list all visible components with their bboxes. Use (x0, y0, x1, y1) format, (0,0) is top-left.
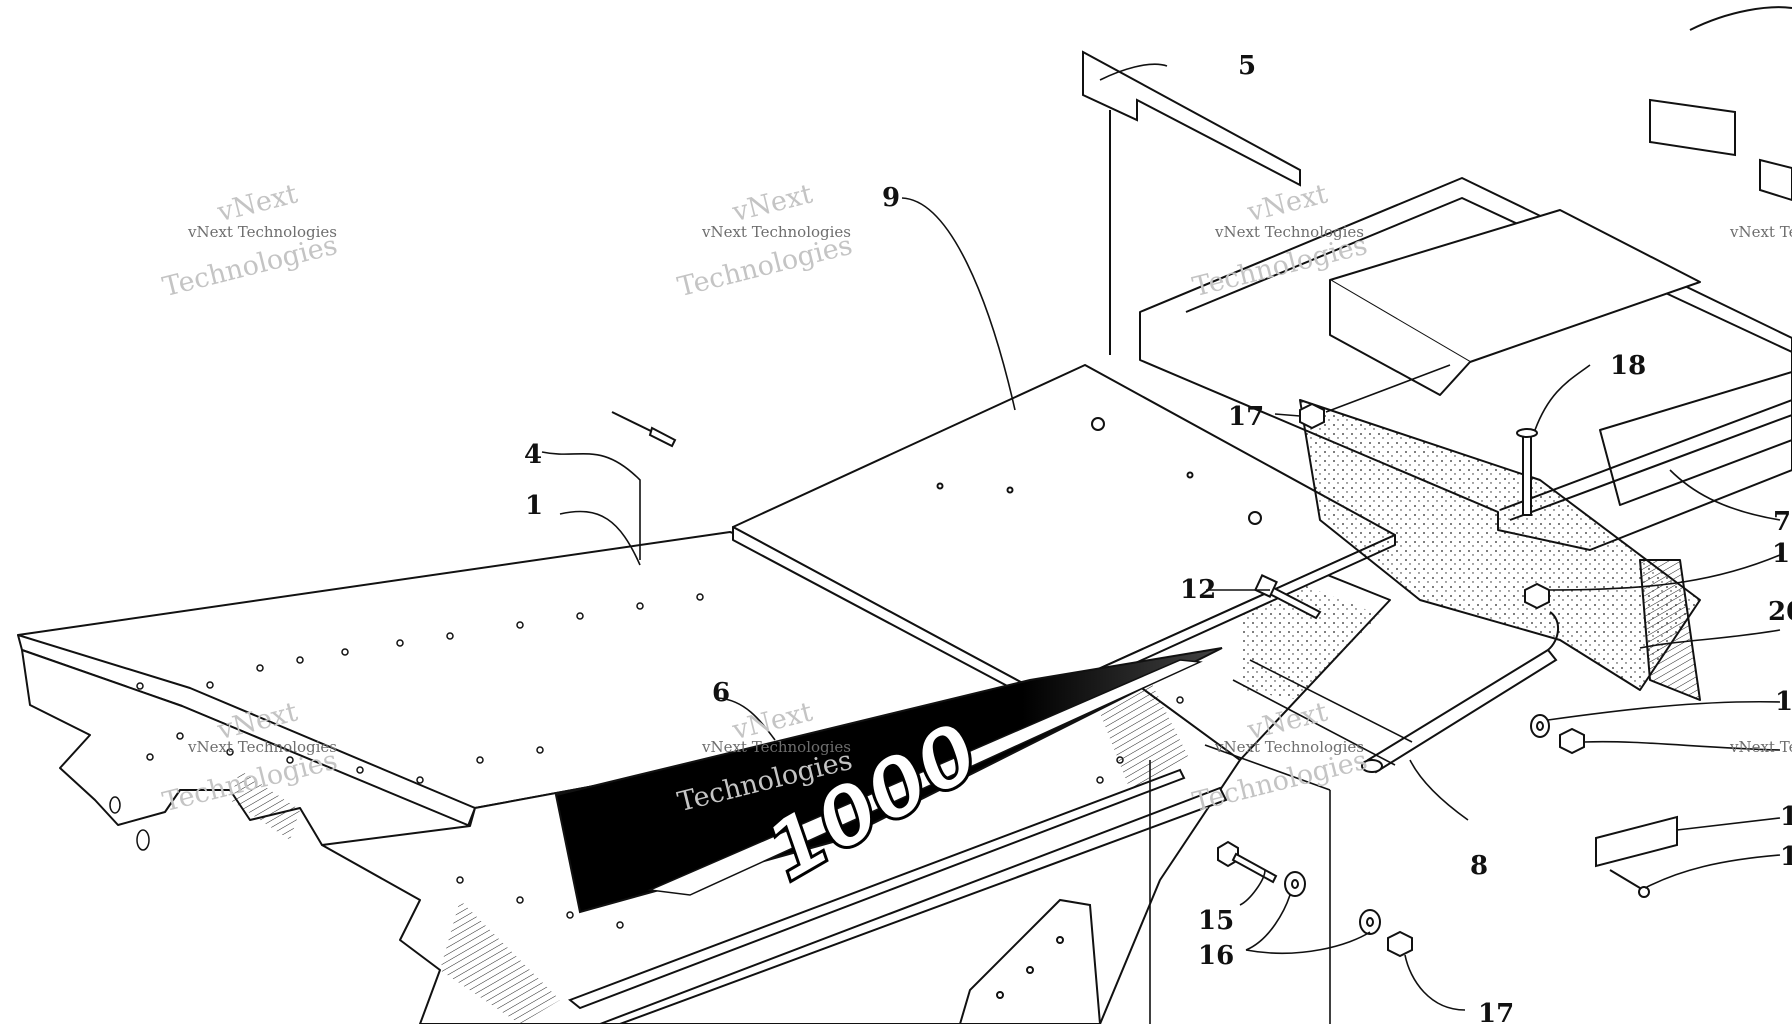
nut-17-right (1524, 582, 1550, 610)
slide-rail-rod (568, 768, 1228, 1024)
rear-bumper-assembly (1139, 177, 1792, 701)
washer-16-right (1530, 714, 1585, 755)
callout-1-right-b: 1 (1780, 842, 1792, 872)
leader-lines (541, 63, 1781, 1024)
washer-16-lower-b (1359, 909, 1381, 935)
mounting-plate (958, 898, 1102, 1024)
flap-strip (1082, 50, 1301, 355)
callout-17-right: 17 (1772, 539, 1792, 569)
callout-18: 18 (1610, 351, 1646, 381)
rivet-4 (611, 411, 677, 448)
callout-7: 7 (1773, 507, 1791, 537)
callout-5: 5 (1238, 51, 1256, 81)
callout-4: 4 (524, 440, 542, 470)
washer-16-lower-a (1284, 871, 1306, 897)
callout-16-right: 16 (1775, 687, 1792, 717)
nut-17-upper (1299, 402, 1325, 430)
callout-9: 9 (882, 183, 900, 213)
screw-lower-right (1609, 869, 1650, 898)
callout-1-right-a: 1 (1780, 802, 1792, 832)
callout-12: 12 (1180, 575, 1216, 605)
callout-17-lower: 17 (1478, 999, 1514, 1024)
reflector-upper (1649, 6, 1792, 202)
callout-labels: 1 4 5 6 7 8 9 12 15 16 17 17 17 18 20 16… (524, 51, 1792, 1024)
callout-15: 15 (1198, 906, 1234, 936)
reflector-lower (1595, 815, 1678, 868)
axle-8 (1361, 611, 1559, 774)
callout-16-lower: 16 (1198, 941, 1234, 971)
bolt-15 (1217, 840, 1278, 884)
seat-panel (732, 364, 1396, 706)
nut-17-lower (1387, 930, 1413, 958)
callout-8: 8 (1470, 851, 1488, 881)
callout-20: 20 (1768, 597, 1792, 627)
callout-1: 1 (525, 491, 543, 521)
callout-17-upper: 17 (1228, 402, 1264, 432)
screw-18 (1516, 428, 1538, 516)
callout-6: 6 (712, 678, 730, 708)
